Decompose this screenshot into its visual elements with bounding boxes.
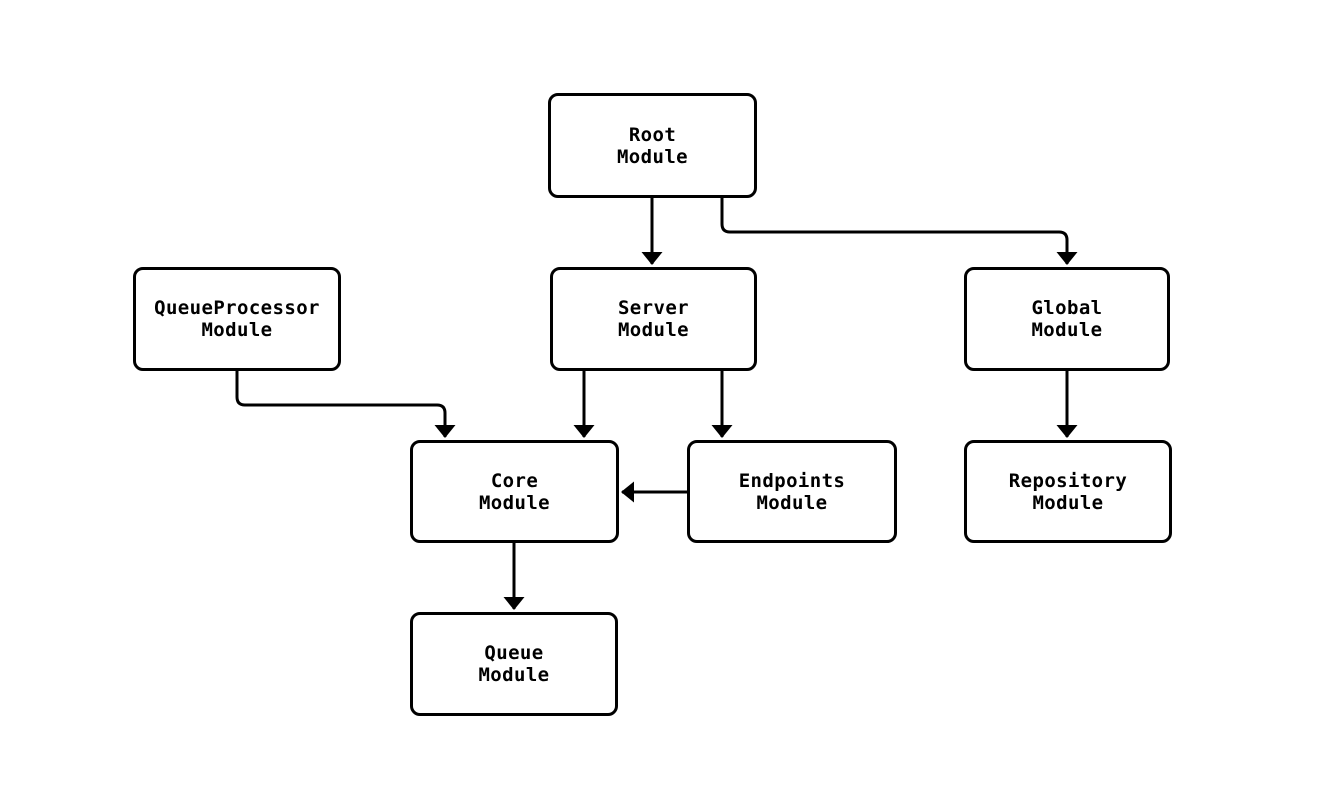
node-label: Queue [484,642,544,664]
node-label: Module [617,319,690,341]
node-label: Global [1031,297,1103,319]
node-repository-module: Repository Module [964,440,1172,543]
node-label: Module [478,664,550,686]
node-label: Repository [1008,469,1128,492]
node-queue-module: Queue Module [410,612,618,716]
node-server-module: Server Module [550,267,757,371]
node-label: Module [1032,491,1104,514]
node-label: Module [756,491,828,514]
node-label: Module [201,319,273,341]
node-endpoints-module: Endpoints Module [687,440,897,543]
node-core-module: Core Module [410,440,619,543]
node-label: QueueProcessor [154,297,320,319]
node-queueprocessor-module: QueueProcessor Module [133,267,341,371]
node-label: Module [478,491,551,514]
edge-queueprocessor-to-core [235,370,456,438]
node-label: Endpoints [738,469,846,492]
node-label: Module [616,145,689,168]
node-label: Server [617,297,690,319]
node-global-module: Global Module [964,267,1170,371]
edge-root-to-global [720,198,1078,265]
node-label: Module [1031,319,1103,341]
node-label: Core [490,469,539,492]
node-root-module: Root Module [548,93,757,198]
node-label: Root [628,123,677,146]
